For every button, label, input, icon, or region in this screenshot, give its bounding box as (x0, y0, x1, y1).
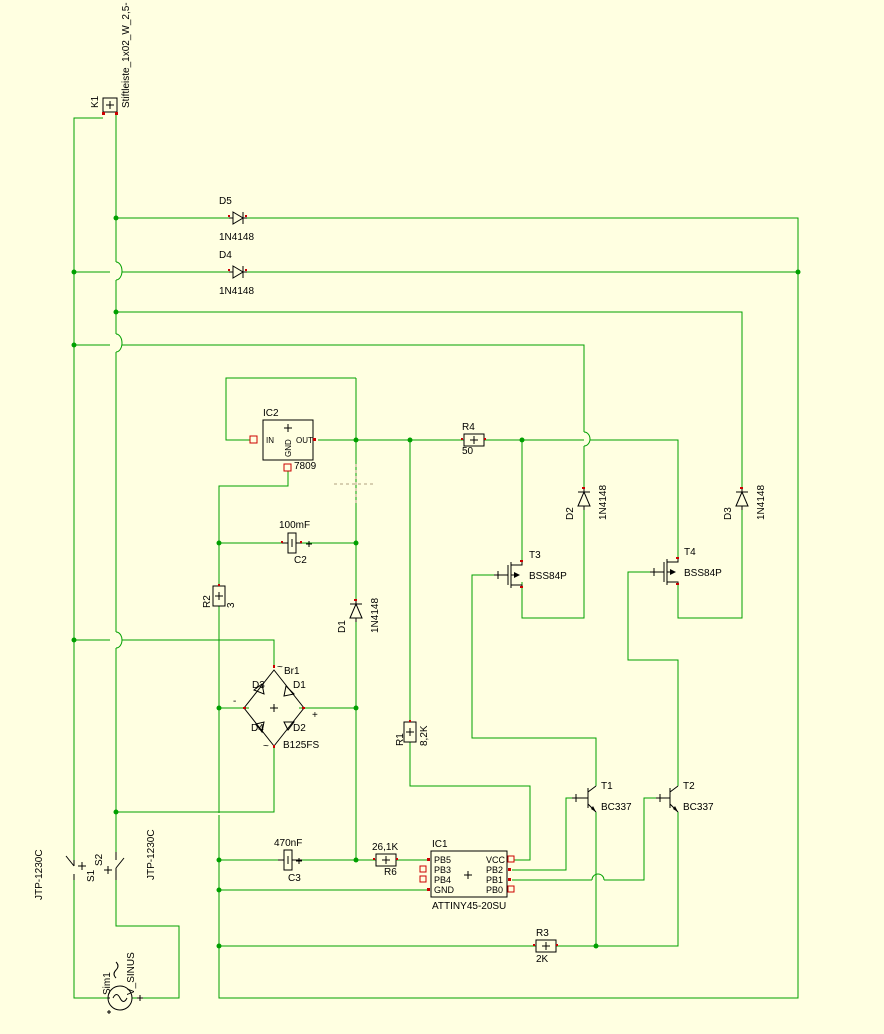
t2-value: BC337 (683, 802, 714, 813)
ic1-pin-vcc: VCC (486, 855, 506, 865)
s2-ref: S2 (94, 853, 105, 866)
transistor-t2[interactable]: T2 BC337 (656, 781, 714, 813)
regulator-ic2[interactable]: IC2 IN GND OUT 7809 (249, 408, 317, 472)
br1-sign-plus: + (312, 710, 318, 721)
cursor-crosshair (334, 464, 376, 504)
br1-sign-ac-top: ~ (277, 662, 283, 673)
resistor-r4[interactable]: R4 50 (461, 422, 486, 457)
junctions (71, 215, 801, 949)
ic1-value: ATTINY45-20SU (432, 901, 506, 912)
br1-sign-minus: - (233, 696, 236, 707)
connector-k1[interactable]: K1 Stiftleiste_1x02_W_2,5- (90, 2, 132, 115)
ic1-pin-pb1: PB1 (486, 875, 503, 885)
t4-value: BSS84P (684, 568, 722, 579)
transistor-t1[interactable]: T1 BC337 (572, 781, 632, 813)
s2-value: JTP-1230C (146, 829, 157, 880)
br1-d2: D2 (293, 723, 306, 734)
resistor-r6[interactable]: 26,1K R6 (372, 842, 398, 878)
c3-value: 470nF (274, 838, 302, 849)
d4-ref: D4 (219, 250, 232, 261)
ic2-pin-gnd: GND (284, 439, 293, 457)
br1-value: B125FS (283, 740, 319, 751)
r3-value: 2K (536, 954, 549, 965)
r3-ref: R3 (536, 928, 549, 939)
s1-ref: S1 (86, 869, 97, 882)
ic1-ref: IC1 (432, 839, 448, 850)
k1-value: Stiftleiste_1x02_W_2,5- (121, 2, 132, 108)
ic1-pin-pb0: PB0 (486, 885, 503, 895)
ic2-pin-out: OUT (296, 436, 313, 445)
d4-value: 1N4148 (219, 286, 254, 297)
ic2-pin-in: IN (266, 436, 274, 445)
r4-ref: R4 (462, 422, 475, 433)
r1-value: 8,2K (419, 725, 430, 746)
switch-s2[interactable]: S2 JTP-1230C (94, 829, 157, 880)
bridge-rectifier-br1[interactable]: Br1 D3 D1 D4 D2 ~ - + ~ B125FS (233, 662, 319, 752)
resistor-r1[interactable]: R1 8,2K (395, 720, 430, 746)
microcontroller-ic1[interactable]: IC1 PB5 PB3 PB4 GND VCC PB2 PB1 PB0 ATTI… (419, 839, 515, 912)
br1-d1: D1 (293, 680, 306, 691)
mosfet-t4[interactable]: T4 BSS84P (650, 547, 722, 585)
br1-d4: D4 (251, 723, 264, 734)
diode-d5[interactable]: D5 1N4148 (219, 196, 254, 243)
ic1-pin-pb3: PB3 (434, 865, 451, 875)
k1-ref: K1 (90, 95, 101, 108)
mosfet-t3[interactable]: T3 BSS84P (494, 550, 567, 588)
d2-ref: D2 (565, 507, 576, 520)
br1-ref: Br1 (284, 666, 300, 677)
d5-ref: D5 (219, 196, 232, 207)
wires (73, 112, 799, 999)
t2-ref: T2 (683, 781, 695, 792)
r6-value: 26,1K (372, 842, 398, 853)
r6-ref: R6 (384, 867, 397, 878)
r2-ref: R2 (202, 595, 213, 608)
br1-sign-ac-bottom: ~ (263, 741, 269, 752)
d1-value: 1N4148 (370, 598, 381, 633)
c2-ref: C2 (294, 555, 307, 566)
d3-ref: D3 (723, 507, 734, 520)
t3-value: BSS84P (529, 571, 567, 582)
resistor-r2[interactable]: R2 3 (202, 584, 237, 608)
ic2-ref: IC2 (263, 408, 279, 419)
t4-ref: T4 (684, 547, 696, 558)
t1-ref: T1 (601, 781, 613, 792)
r4-value: 50 (462, 446, 474, 457)
diode-d1[interactable]: D1 1N4148 (337, 598, 381, 633)
voltage-source-sim1[interactable]: Sim1 V_SINUS (102, 952, 143, 1014)
diode-d4[interactable]: D4 1N4148 (219, 250, 254, 297)
br1-d3: D3 (252, 680, 265, 691)
resistor-r3[interactable]: R3 2K (533, 928, 558, 965)
d2-value: 1N4148 (598, 485, 609, 520)
d5-value: 1N4148 (219, 232, 254, 243)
c3-ref: C3 (288, 873, 301, 884)
ic1-pin-pb4: PB4 (434, 875, 451, 885)
d1-ref: D1 (337, 620, 348, 633)
diode-d3[interactable]: D3 1N4148 (723, 485, 767, 520)
r2-value: 3 (226, 602, 237, 608)
ic2-value: 7809 (294, 461, 317, 472)
s1-value: JTP-1230C (34, 849, 45, 900)
c2-value: 100mF (279, 520, 310, 531)
sim1-value: V_SINUS (126, 952, 137, 995)
switch-s1[interactable]: S1 JTP-1230C (34, 849, 97, 900)
capacitor-c2[interactable]: 100mF C2 (279, 520, 312, 566)
ic1-pin-gnd: GND (434, 885, 455, 895)
ic1-pin-pb5: PB5 (434, 855, 451, 865)
t3-ref: T3 (529, 550, 541, 561)
r1-ref: R1 (395, 733, 406, 746)
d3-value: 1N4148 (756, 485, 767, 520)
ic1-pin-pb2: PB2 (486, 865, 503, 875)
sim1-ref: Sim1 (102, 972, 113, 995)
capacitor-c3[interactable]: 470nF C3 (274, 838, 302, 884)
diode-d2[interactable]: D2 1N4148 (565, 485, 609, 520)
t1-value: BC337 (601, 802, 632, 813)
